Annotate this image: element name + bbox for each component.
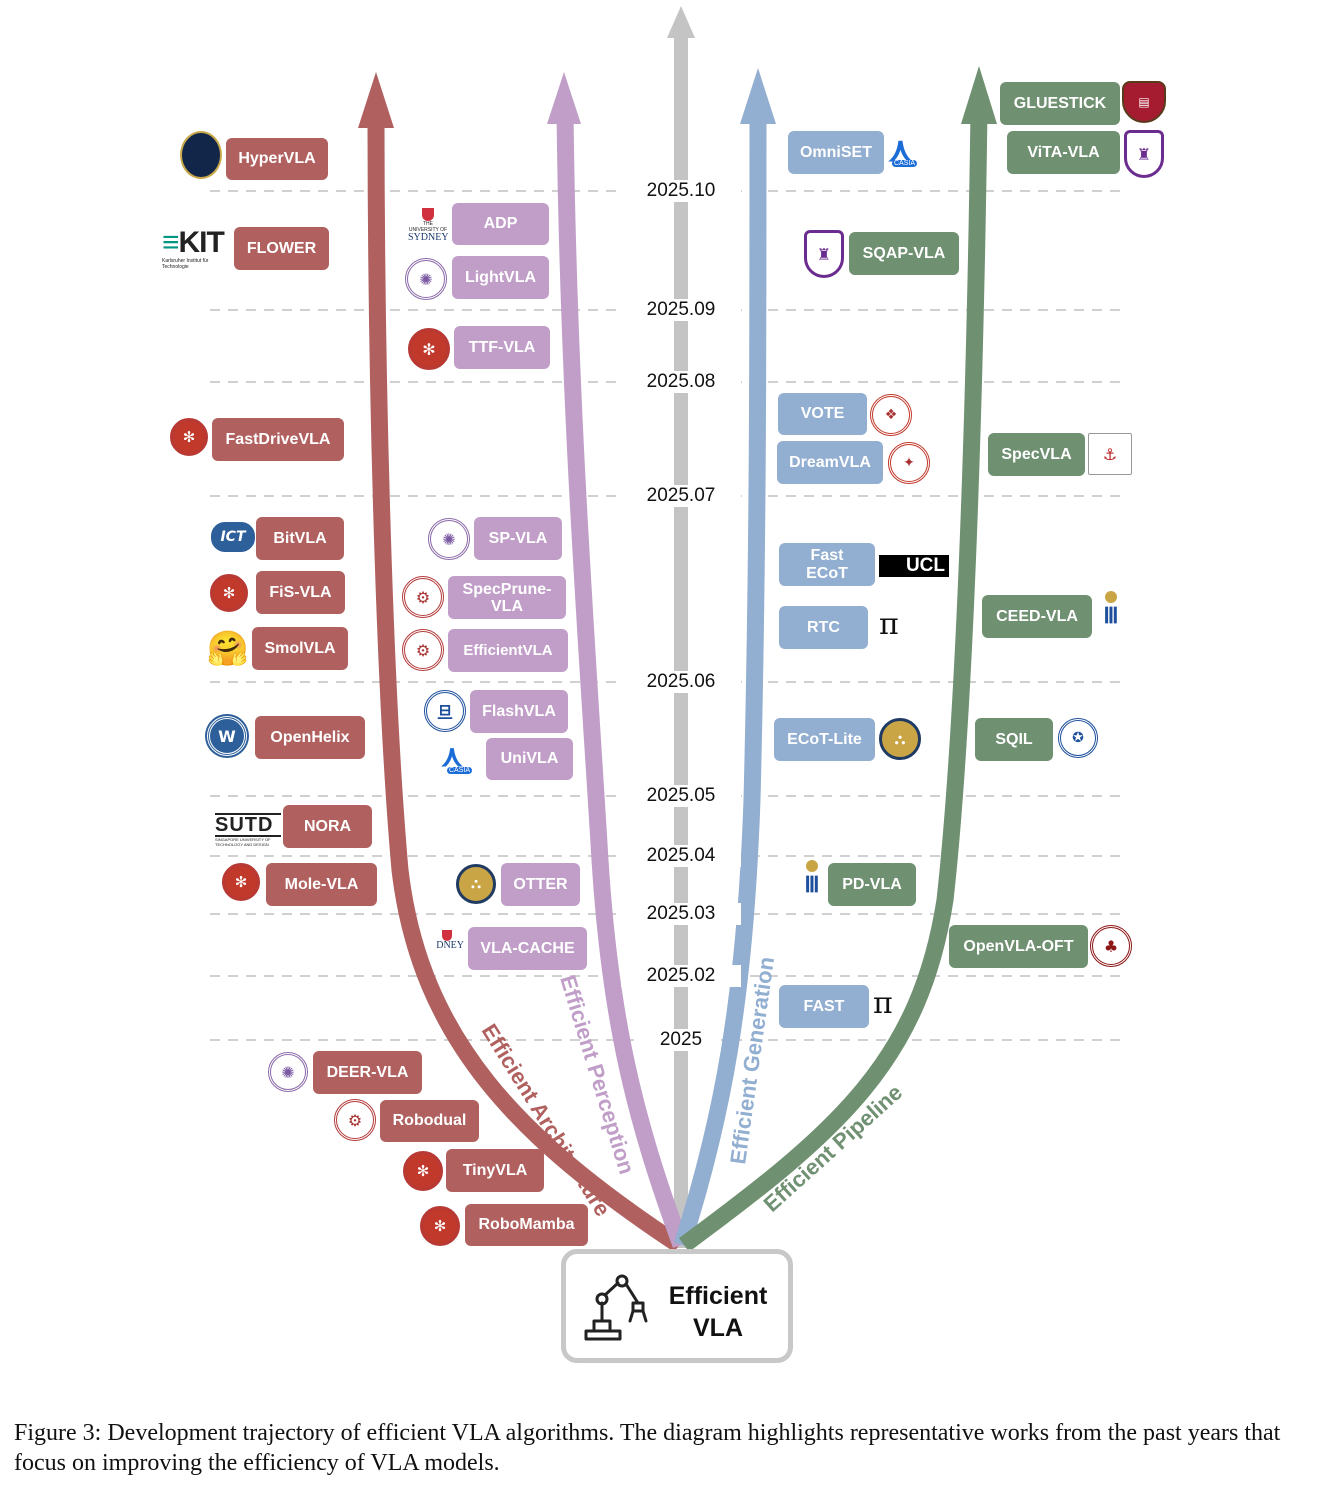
nyu-shield-icon: ♜ — [1124, 130, 1164, 178]
model-tag-robodual: Robodual — [380, 1100, 479, 1142]
model-tag-sqap-vla: SQAP-VLA — [849, 232, 959, 275]
pku-seal-icon: ✻ — [222, 863, 260, 901]
branch-label-pipeline: Efficient Pipeline — [759, 1080, 907, 1217]
tsinghua-seal-icon: ✺ — [268, 1052, 308, 1092]
model-tag-ttf-vla: TTF-VLA — [454, 326, 550, 369]
model-tag-vita-vla: ViTA-VLA — [1007, 131, 1120, 174]
model-tag-fis-vla: FiS-VLA — [256, 571, 345, 614]
date-label: 2025 — [641, 1029, 721, 1051]
date-label: 2025.07 — [621, 485, 741, 507]
ict-logo-icon: ICT — [211, 522, 255, 552]
sjtu-seal-icon: ⚙ — [402, 576, 444, 618]
macau-crest-icon: ⚓ — [1088, 433, 1132, 475]
uc-berkeley-seal-icon: ⛬ — [456, 864, 496, 904]
model-tag-rtc: RTC — [779, 606, 868, 649]
branch-generation-arrow — [673, 68, 776, 1248]
model-tag-gluestick: GLUESTICK — [1000, 82, 1120, 125]
date-label: 2025.10 — [621, 180, 741, 202]
model-tag-fast: FAST — [779, 985, 869, 1028]
model-tag-mole-vla: Mole-VLA — [266, 863, 377, 906]
stanford-seal-icon: ♣ — [1090, 925, 1132, 967]
date-label: 2025.02 — [621, 965, 741, 987]
hkust-logo: Ⅲ — [1096, 591, 1126, 635]
model-tag-specprune-vla: SpecPrune-VLA — [448, 576, 566, 619]
hkust-logo: Ⅲ — [797, 860, 827, 904]
pku-seal-icon: ✻ — [170, 418, 208, 456]
casia-logo: ⋏ CASIA — [888, 131, 918, 169]
date-label: 2025.06 — [621, 671, 741, 693]
model-tag-sqil: SQIL — [975, 718, 1053, 761]
model-tag-flower: FLOWER — [234, 227, 329, 270]
model-tag-sp-vla: SP-VLA — [474, 517, 562, 560]
uc-berkeley-seal-icon: ⛬ — [879, 718, 921, 760]
ucl-logo: UCL — [879, 555, 949, 577]
kit-logo: ≡KIT Karlsruher Institut für Technologie — [162, 226, 225, 271]
sjtu-seal-icon: ⚙ — [402, 629, 444, 671]
model-tag-adp: ADP — [452, 203, 549, 245]
model-tag-dreamvla: DreamVLA — [777, 441, 883, 484]
model-tag-bitvla: BitVLA — [256, 517, 344, 560]
oxford-crest-icon — [180, 131, 222, 179]
model-tag-tinyvla: TinyVLA — [446, 1149, 544, 1192]
model-tag-vla-cache: VLA-CACHE — [468, 927, 587, 970]
branch-pipeline-arrow — [678, 66, 997, 1252]
sydney-logo: THE UNIVERSITY OF SYDNEY — [408, 208, 449, 243]
model-tag-ecot-lite: ECoT-Lite — [774, 718, 875, 761]
model-tag-ceed-vla: CEED-VLA — [982, 595, 1092, 638]
model-tag-deer-vla: DEER-VLA — [313, 1051, 422, 1094]
model-tag-univla: UniVLA — [486, 738, 573, 780]
model-tag-hypervla: HyperVLA — [226, 138, 328, 180]
robot-arm-icon — [584, 1274, 648, 1341]
branch-arrows: Efficient Architecture Efficient Percept… — [210, 6, 1125, 1253]
branch-architecture-arrow — [358, 72, 684, 1253]
fudan-seal-icon: 旦 — [424, 690, 466, 732]
physical-intelligence-pi-icon: π — [873, 986, 893, 1021]
pku-seal-icon: ✻ — [408, 328, 450, 370]
physical-intelligence-pi-icon: π — [879, 607, 899, 642]
model-tag-fastdrivevla: FastDriveVLA — [212, 418, 344, 461]
model-tag-specvla: SpecVLA — [988, 433, 1085, 476]
hit-seal-icon: ✦ — [888, 442, 930, 484]
hugging-face-icon: 🤗 — [206, 629, 250, 669]
model-tag-flashvla: FlashVLA — [470, 690, 568, 733]
nyu-shield-icon: ♜ — [804, 230, 844, 278]
model-tag-fast-ecot: Fast ECoT — [779, 543, 875, 586]
efficient-vla-root: Efficient VLA — [561, 1249, 793, 1363]
model-tag-omniset: OmniSET — [788, 131, 884, 174]
model-tag-nora: NORA — [283, 805, 372, 848]
tsinghua-seal-icon: ✺ — [428, 518, 470, 560]
branch-perception-arrow — [547, 72, 689, 1248]
center-title: Efficient VLA — [668, 1282, 768, 1342]
tsinghua-seal-icon: ✺ — [405, 258, 447, 300]
model-tag-lightvla: LightVLA — [452, 256, 549, 299]
model-tag-efficientvla: EfficientVLA — [448, 629, 568, 672]
model-tag-robomamba: RoboMamba — [465, 1204, 588, 1246]
date-label: 2025.04 — [621, 845, 741, 867]
figure-caption: Figure 3: Development trajectory of effi… — [14, 1420, 1281, 1476]
pku-seal-icon: ✻ — [403, 1151, 443, 1191]
model-tag-smolvla: SmolVLA — [252, 627, 348, 670]
model-tag-otter: OTTER — [501, 863, 580, 906]
date-label: 2025.03 — [621, 903, 741, 925]
westlake-seal-icon: W — [207, 716, 247, 756]
model-tag-openvla-oft: OpenVLA-OFT — [949, 925, 1088, 968]
date-label: 2025.08 — [621, 371, 741, 393]
neu-seal-icon: ❖ — [870, 394, 912, 436]
model-tag-openhelix: OpenHelix — [255, 716, 365, 759]
harvard-shield-icon: ▤ — [1122, 81, 1166, 123]
pku-seal-icon: ✻ — [420, 1206, 460, 1246]
date-label: 2025.05 — [621, 785, 741, 807]
model-tag-vote: VOTE — [778, 393, 867, 435]
sydney-logo: DNEY — [430, 930, 464, 951]
model-tag-pd-vla: PD-VLA — [828, 863, 916, 906]
nankai-seal-icon: ✪ — [1058, 718, 1098, 758]
sutd-logo: SUTD SINGAPORE UNIVERSITY OF TECHNOLOGY … — [215, 813, 281, 847]
date-label: 2025.09 — [621, 299, 741, 321]
sjtu-seal-icon: ⚙ — [334, 1099, 376, 1141]
pku-seal-icon: ✻ — [210, 574, 248, 612]
casia-logo: ⋏ CASIA — [441, 740, 473, 774]
